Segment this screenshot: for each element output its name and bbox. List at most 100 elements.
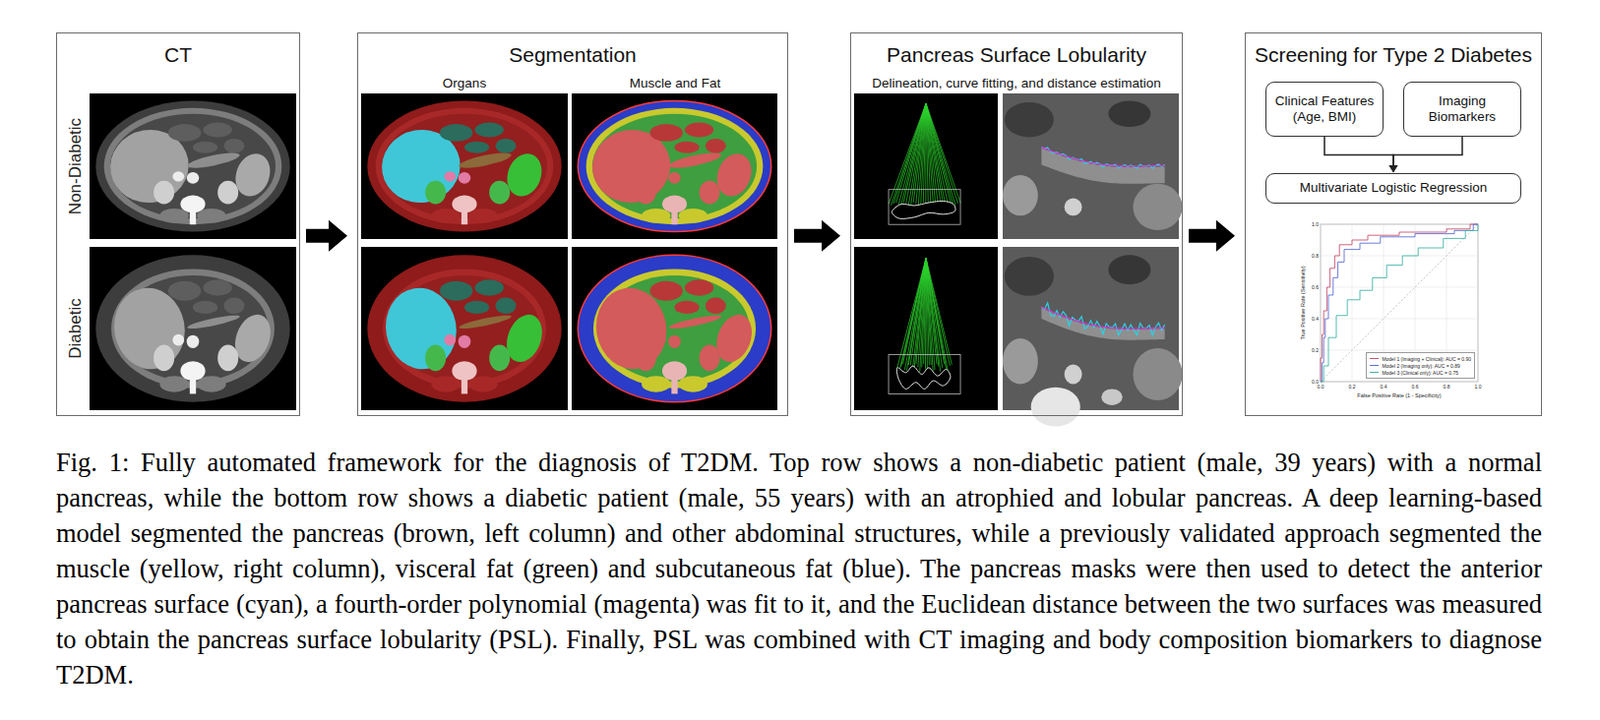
vessel-shape [1064, 365, 1083, 385]
input-box: Imaging Biomarkers [1403, 81, 1522, 137]
merge-connector [1324, 136, 1394, 167]
paraspinal-muscle [430, 208, 460, 224]
kidney-shape [217, 345, 239, 372]
fan-ray [925, 103, 948, 204]
legend-row: Model 3 (Clinical only): AUC = 0.75 [1369, 369, 1472, 376]
surface-fan-figure [854, 93, 998, 240]
grid-line [1320, 287, 1478, 289]
pancreas-outline [891, 200, 956, 219]
kidney-shape [217, 181, 239, 205]
legend-text: Model 2 (Imaging only): AUC = 0.89 [1381, 363, 1460, 370]
tick-label: 0.2 [1342, 383, 1362, 391]
bowel-loop [684, 279, 714, 297]
paraspinal-muscle [641, 208, 671, 224]
vertebra-process [671, 209, 677, 225]
pancreas-crop-figure [1002, 93, 1183, 240]
fan-ray [925, 258, 952, 366]
bowel-loop [495, 297, 517, 314]
tick-label: 0.0 [1296, 378, 1319, 386]
polynomial-fit [1041, 147, 1165, 167]
paraspinal-muscle [196, 375, 226, 393]
input-box: Clinical Features (Age, BMI) [1265, 81, 1384, 137]
vena-cava-shape [654, 171, 667, 182]
bowel-loop [475, 279, 504, 297]
kidney-shape [699, 345, 721, 372]
fan-ray [925, 258, 943, 369]
pancreas-crop-figure [1002, 246, 1183, 428]
image-ground [854, 93, 998, 240]
panel-subtitle: Delineation, curve fitting, and distance… [851, 75, 1182, 92]
vessel-shape [1064, 198, 1083, 217]
row-label: Diabetic [64, 245, 87, 413]
muscle-ring [586, 108, 764, 225]
pancreas-shape [668, 149, 723, 171]
chance-line [1320, 224, 1478, 382]
panel-title: Segmentation [358, 42, 788, 67]
grid-line [1320, 381, 1478, 383]
image-ground [361, 246, 568, 411]
surface-fan-figure [854, 246, 998, 411]
vertebra-process [461, 377, 468, 395]
fat-slice [571, 246, 778, 411]
axis-title: True Positive Rate (Sensitivity) [1298, 224, 1307, 382]
subcutaneous-layer [367, 254, 561, 402]
ct-slice [89, 93, 297, 240]
pancreas-shape [457, 149, 513, 171]
subcutaneous-layer [367, 100, 561, 232]
subcutaneous-layer [577, 100, 771, 232]
paraspinal-muscle [468, 375, 497, 393]
organ-shape [1002, 338, 1039, 384]
fan-ray [925, 103, 956, 206]
flow-arrow [306, 220, 348, 252]
tick-label: 1.0 [1296, 221, 1319, 229]
image-ground [89, 93, 297, 240]
fan-ray [921, 103, 926, 204]
aorta-shape [186, 172, 200, 185]
bowel-loop [495, 138, 517, 154]
bowel-loop [203, 123, 233, 138]
fan-ray [925, 103, 961, 203]
vena-cava-shape [443, 334, 456, 347]
muscle-ring [104, 108, 283, 225]
roc-curve [1320, 224, 1478, 382]
bowel-loop [168, 281, 202, 302]
tick-label: 0.4 [1373, 383, 1394, 391]
organ-shape [1132, 348, 1182, 401]
kidney-shape [153, 181, 175, 205]
vertebra-shape [1031, 387, 1081, 428]
bowel-loop [192, 141, 218, 154]
subcutaneous-layer [95, 100, 290, 232]
connector-group [1389, 136, 1464, 174]
organs-slice [361, 93, 568, 240]
legend-row: Model 2 (Imaging only): AUC = 0.89 [1369, 362, 1472, 370]
fan-ray [903, 103, 926, 203]
stage-panel: CT [56, 32, 301, 417]
kidney-shape [635, 345, 657, 372]
bowel-loop [224, 297, 246, 314]
fan-ray [908, 103, 926, 205]
bowel-loop [464, 301, 490, 314]
box-text: Clinical Features (Age, BMI) [1270, 93, 1379, 125]
roc-curve [1320, 224, 1478, 382]
image-ground [571, 246, 778, 411]
axis-title: False Positive Rate (1 - Specificity) [1320, 391, 1478, 400]
fan-ray [925, 103, 959, 203]
bowel-loop [192, 301, 218, 314]
panel-title: Pancreas Surface Lobularity [851, 42, 1182, 67]
fan-ray [888, 103, 926, 204]
bowel-loop [649, 281, 682, 302]
pancreas-shape [668, 312, 723, 331]
aorta-shape [668, 172, 681, 185]
bowel-loop [675, 141, 700, 154]
crop-box [888, 189, 961, 226]
kidney-shape [153, 345, 175, 372]
column-heading: Muscle and Fat [571, 75, 779, 92]
vena-cava-shape [654, 334, 667, 347]
figure-caption: Fig. 1: Fully automated framework for th… [56, 444, 1542, 693]
kidney-shape [489, 181, 510, 205]
bowel-loop [439, 281, 474, 302]
image-ground [854, 246, 998, 411]
grid-line [1352, 224, 1354, 382]
fat-slice [571, 93, 778, 240]
bowel-loop [168, 123, 202, 142]
